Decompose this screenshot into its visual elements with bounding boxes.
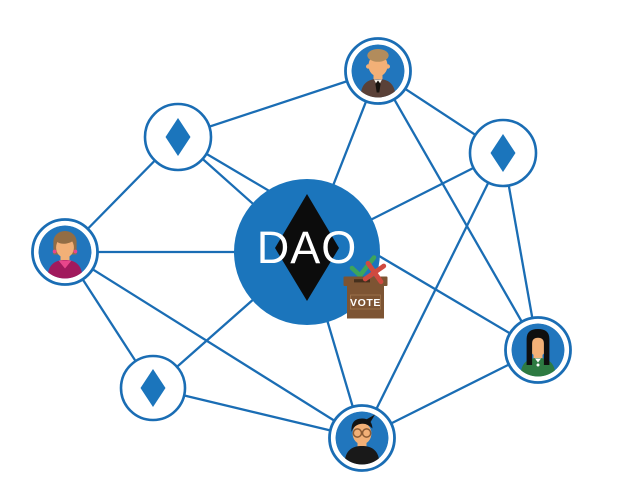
tie bbox=[375, 80, 381, 93]
hair-fringe bbox=[56, 233, 76, 244]
vote-label: VOTE bbox=[350, 297, 381, 309]
glasses-bridge bbox=[360, 431, 364, 433]
ethereum-diamond-icon bbox=[275, 194, 339, 301]
member-right-node bbox=[504, 316, 572, 384]
token-right-node bbox=[468, 118, 538, 188]
token-lower-left-node bbox=[119, 354, 187, 422]
ballot-box: VOTE bbox=[343, 255, 388, 319]
face bbox=[529, 335, 547, 357]
diamond-token-icon bbox=[490, 134, 516, 172]
x-mark-icon bbox=[362, 260, 387, 285]
hair-spike bbox=[366, 414, 375, 423]
tshirt bbox=[344, 446, 380, 465]
button bbox=[536, 363, 540, 367]
earring bbox=[52, 249, 57, 254]
edge-token-right--member-bottom bbox=[360, 152, 505, 439]
dao-label: DAO bbox=[257, 222, 358, 273]
avatar bbox=[335, 411, 389, 465]
member-top-node bbox=[344, 37, 412, 105]
collar-v bbox=[535, 358, 541, 363]
edge-token-upper-left--member-top bbox=[177, 69, 379, 139]
glasses-icon bbox=[361, 428, 372, 438]
ballot-slot bbox=[354, 279, 370, 283]
edge-token-lower-left--member-bottom bbox=[152, 386, 363, 440]
blouse bbox=[47, 260, 83, 279]
collar bbox=[58, 260, 72, 269]
token-upper-left-node bbox=[143, 102, 213, 172]
hair bbox=[367, 49, 389, 62]
glasses-icon bbox=[352, 428, 363, 438]
hair-long bbox=[526, 329, 550, 365]
diamond-token-icon bbox=[165, 118, 191, 156]
edge-member-left--member-bottom bbox=[64, 251, 363, 439]
diamond-token-icon bbox=[140, 369, 166, 407]
vote-panel bbox=[350, 294, 381, 310]
earring bbox=[73, 249, 78, 254]
avatar bbox=[511, 323, 565, 377]
network-nodes bbox=[31, 37, 572, 472]
member-bottom-node bbox=[328, 404, 396, 472]
hair bbox=[351, 418, 373, 432]
dao-hub-node: DAO bbox=[234, 179, 380, 325]
avatar bbox=[351, 44, 405, 98]
member-left-node bbox=[31, 218, 99, 286]
edge-member-top--member-right bbox=[377, 70, 539, 351]
avatar bbox=[38, 225, 92, 279]
